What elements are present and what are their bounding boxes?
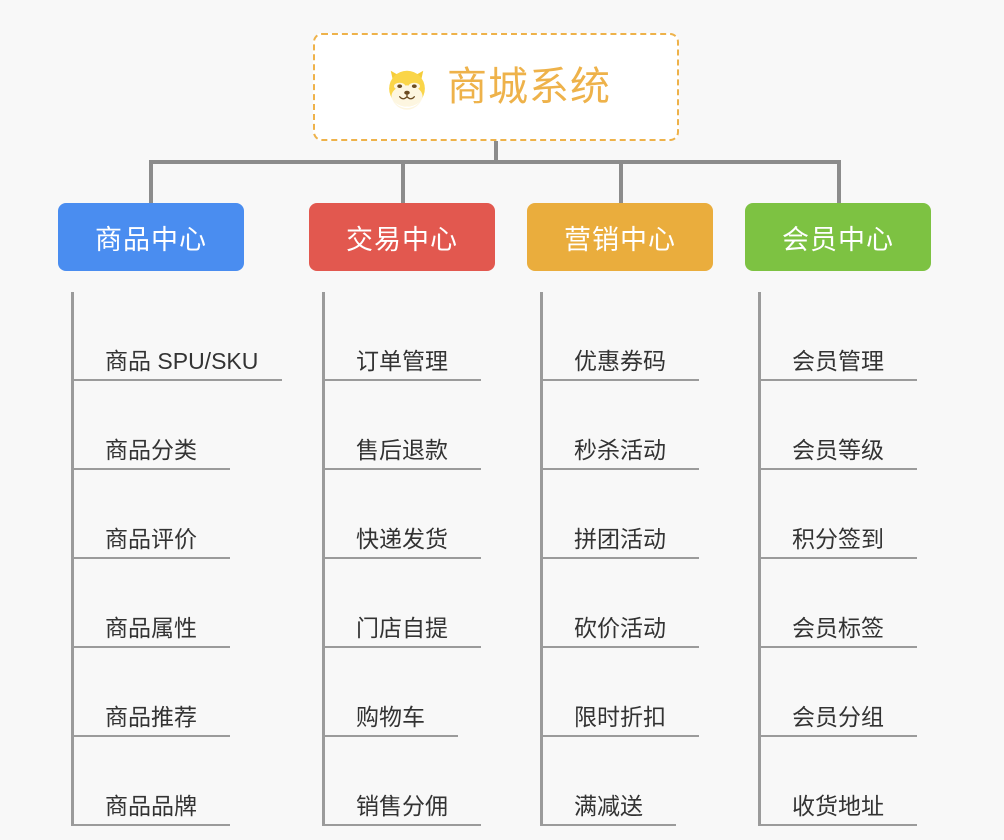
leaf-underline bbox=[543, 557, 699, 559]
leaf-label: 会员等级 bbox=[792, 436, 884, 463]
list-item[interactable]: 会员管理 bbox=[761, 292, 931, 381]
leaf-underline bbox=[761, 468, 917, 470]
leaf-underline bbox=[74, 646, 230, 648]
connector-horizontal-bus bbox=[149, 160, 841, 164]
list-item[interactable]: 商品品牌 bbox=[74, 737, 244, 826]
list-item[interactable]: 商品属性 bbox=[74, 559, 244, 648]
list-item[interactable]: 积分签到 bbox=[761, 470, 931, 559]
leaf-underline bbox=[325, 379, 481, 381]
column-member-center: 会员中心 会员管理 会员等级 积分签到 会员标签 会员分组 bbox=[745, 203, 931, 826]
list-item[interactable]: 商品分类 bbox=[74, 381, 244, 470]
leaf-underline bbox=[325, 824, 481, 826]
leaf-underline bbox=[325, 557, 481, 559]
leaf-underline bbox=[543, 379, 699, 381]
list-item[interactable]: 会员标签 bbox=[761, 559, 931, 648]
list-item[interactable]: 砍价活动 bbox=[543, 559, 713, 648]
connector-drop-product-center bbox=[149, 160, 153, 205]
leaf-label: 门店自提 bbox=[356, 614, 448, 641]
leaf-underline bbox=[761, 824, 917, 826]
root-node[interactable]: 商城系统 bbox=[313, 33, 679, 141]
leaf-list-member-center: 会员管理 会员等级 积分签到 会员标签 会员分组 收货地址 bbox=[758, 292, 931, 826]
leaf-underline bbox=[543, 646, 699, 648]
connector-drop-trade-center bbox=[401, 160, 405, 205]
leaf-label: 订单管理 bbox=[356, 347, 448, 374]
leaf-underline bbox=[74, 557, 230, 559]
leaf-label: 满减送 bbox=[574, 792, 643, 819]
category-box-marketing-center[interactable]: 营销中心 bbox=[527, 203, 713, 271]
leaf-underline bbox=[543, 468, 699, 470]
leaf-label: 秒杀活动 bbox=[574, 436, 666, 463]
leaf-underline bbox=[325, 646, 481, 648]
leaf-label: 商品品牌 bbox=[105, 792, 197, 819]
leaf-label: 售后退款 bbox=[356, 436, 448, 463]
list-item[interactable]: 限时折扣 bbox=[543, 648, 713, 737]
leaf-label: 购物车 bbox=[356, 703, 425, 730]
leaf-underline bbox=[543, 735, 699, 737]
leaf-label: 商品 SPU/SKU bbox=[105, 347, 259, 374]
leaf-underline bbox=[761, 379, 917, 381]
leaf-label: 积分签到 bbox=[792, 525, 884, 552]
leaf-label: 拼团活动 bbox=[574, 525, 666, 552]
connector-drop-member-center bbox=[837, 160, 841, 205]
category-label: 会员中心 bbox=[782, 224, 894, 255]
list-item[interactable]: 快递发货 bbox=[325, 470, 495, 559]
leaf-label: 优惠券码 bbox=[574, 347, 666, 374]
category-label: 交易中心 bbox=[346, 224, 458, 255]
leaf-label: 会员管理 bbox=[792, 347, 884, 374]
list-item[interactable]: 满减送 bbox=[543, 737, 713, 826]
leaf-label: 商品属性 bbox=[105, 614, 197, 641]
leaf-underline bbox=[74, 735, 230, 737]
leaf-label: 销售分佣 bbox=[356, 792, 448, 819]
list-item[interactable]: 订单管理 bbox=[325, 292, 495, 381]
connector-drop-marketing-center bbox=[619, 160, 623, 205]
leaf-label: 会员分组 bbox=[792, 703, 884, 730]
list-item[interactable]: 门店自提 bbox=[325, 559, 495, 648]
list-item[interactable]: 商品推荐 bbox=[74, 648, 244, 737]
leaf-label: 商品推荐 bbox=[105, 703, 197, 730]
leaf-underline bbox=[325, 468, 481, 470]
list-item[interactable]: 收货地址 bbox=[761, 737, 931, 826]
list-item[interactable]: 会员等级 bbox=[761, 381, 931, 470]
leaf-list-marketing-center: 优惠券码 秒杀活动 拼团活动 砍价活动 限时折扣 满减送 bbox=[540, 292, 713, 826]
column-marketing-center: 营销中心 优惠券码 秒杀活动 拼团活动 砍价活动 限时折扣 bbox=[527, 203, 713, 826]
list-item[interactable]: 会员分组 bbox=[761, 648, 931, 737]
column-product-center: 商品中心 商品 SPU/SKU 商品分类 商品评价 商品属性 商品推荐 bbox=[58, 203, 282, 826]
category-box-product-center[interactable]: 商品中心 bbox=[58, 203, 244, 271]
leaf-underline bbox=[74, 468, 230, 470]
connector-root-stem bbox=[494, 141, 498, 163]
category-label: 营销中心 bbox=[564, 224, 676, 255]
column-trade-center: 交易中心 订单管理 售后退款 快递发货 门店自提 购物车 bbox=[309, 203, 495, 826]
leaf-underline bbox=[543, 824, 676, 826]
list-item[interactable]: 商品评价 bbox=[74, 470, 244, 559]
leaf-underline bbox=[325, 735, 458, 737]
leaf-label: 会员标签 bbox=[792, 614, 884, 641]
list-item[interactable]: 购物车 bbox=[325, 648, 495, 737]
leaf-underline bbox=[761, 646, 917, 648]
list-item[interactable]: 秒杀活动 bbox=[543, 381, 713, 470]
list-item[interactable]: 销售分佣 bbox=[325, 737, 495, 826]
shiba-dog-face-icon bbox=[381, 61, 433, 113]
list-item[interactable]: 优惠券码 bbox=[543, 292, 713, 381]
root-title: 商城系统 bbox=[447, 65, 611, 109]
list-item[interactable]: 商品 SPU/SKU bbox=[74, 292, 282, 381]
category-box-trade-center[interactable]: 交易中心 bbox=[309, 203, 495, 271]
leaf-list-product-center: 商品 SPU/SKU 商品分类 商品评价 商品属性 商品推荐 商品品牌 bbox=[71, 292, 282, 826]
leaf-underline bbox=[761, 557, 917, 559]
leaf-underline bbox=[74, 379, 282, 381]
leaf-label: 快递发货 bbox=[356, 525, 448, 552]
category-box-member-center[interactable]: 会员中心 bbox=[745, 203, 931, 271]
list-item[interactable]: 售后退款 bbox=[325, 381, 495, 470]
leaf-label: 砍价活动 bbox=[574, 614, 666, 641]
list-item[interactable]: 拼团活动 bbox=[543, 470, 713, 559]
leaf-underline bbox=[761, 735, 917, 737]
leaf-label: 商品评价 bbox=[105, 525, 197, 552]
category-label: 商品中心 bbox=[95, 224, 207, 255]
leaf-label: 收货地址 bbox=[792, 792, 884, 819]
leaf-underline bbox=[74, 824, 230, 826]
leaf-label: 商品分类 bbox=[105, 436, 197, 463]
leaf-list-trade-center: 订单管理 售后退款 快递发货 门店自提 购物车 销售分佣 bbox=[322, 292, 495, 826]
leaf-label: 限时折扣 bbox=[574, 703, 666, 730]
